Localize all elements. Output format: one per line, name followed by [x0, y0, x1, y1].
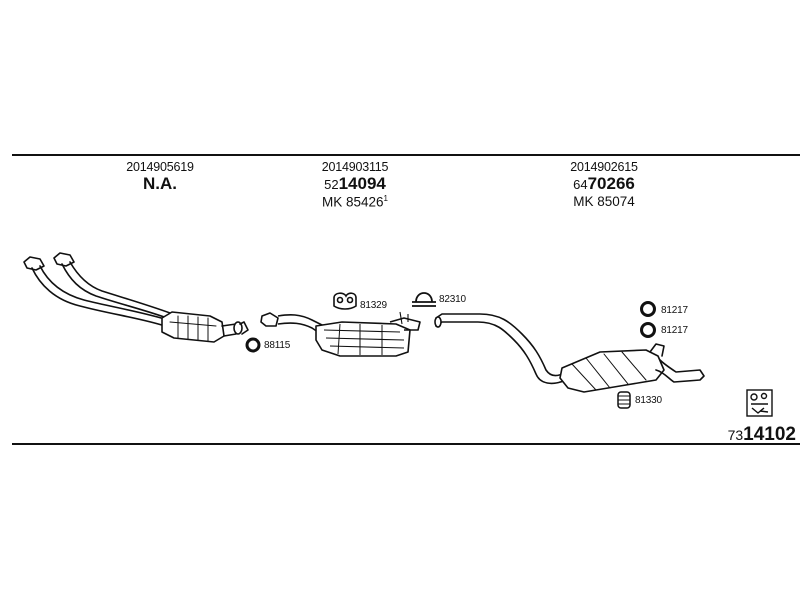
section-middle-header: 2014903115 5214094 MK 854261: [322, 160, 389, 210]
oem-number: 5214094: [322, 174, 389, 194]
rear-silencer-icon: [434, 313, 705, 393]
oem-number: 6470266: [570, 174, 638, 194]
oem-main: 70266: [587, 174, 635, 193]
u-clamp-icon: [412, 292, 436, 307]
kit-prefix: 73: [727, 427, 744, 443]
section-front-header: 2014905619 N.A.: [126, 160, 194, 194]
clamp-code-label: 82310: [439, 294, 466, 305]
middle-silencer-icon: [260, 311, 421, 357]
kit-main: 14102: [743, 424, 796, 445]
clamp-ring-icon: [245, 337, 261, 353]
part-number: 2014905619: [126, 160, 194, 174]
oem-prefix: 52: [324, 177, 339, 192]
clamp-code-label: 81329: [360, 300, 387, 311]
mk-value: MK 85074: [573, 194, 635, 209]
ring-code-label: 81217: [661, 305, 688, 316]
part-number: 2014902615: [570, 160, 638, 174]
bottom-divider: [12, 443, 800, 445]
clamp-code-label: 81330: [635, 395, 662, 406]
front-pipe-catalyst-icon: [23, 252, 249, 343]
top-divider: [12, 154, 800, 156]
clamp-code-label: 88115: [264, 340, 291, 351]
mk-number: MK 854261: [322, 194, 389, 210]
not-available-label: N.A.: [143, 174, 177, 193]
oem-main: 14094: [338, 174, 386, 193]
part-number: 2014903115: [321, 160, 389, 174]
clamp-icon: [333, 292, 357, 310]
section-rear-header: 2014902615 6470266 MK 85074: [570, 160, 638, 209]
oem-prefix: 64: [573, 177, 588, 192]
ring-code-label: 81217: [661, 325, 688, 336]
mk-number: MK 85074: [570, 194, 638, 209]
clamp-icon: [617, 391, 631, 409]
mk-footnote: 1: [383, 194, 388, 203]
mounting-kit-icon: [746, 389, 773, 417]
mk-value: MK 85426: [322, 194, 384, 210]
rubber-ring-icon: [640, 301, 656, 338]
kit-number: 7314102: [728, 424, 796, 446]
